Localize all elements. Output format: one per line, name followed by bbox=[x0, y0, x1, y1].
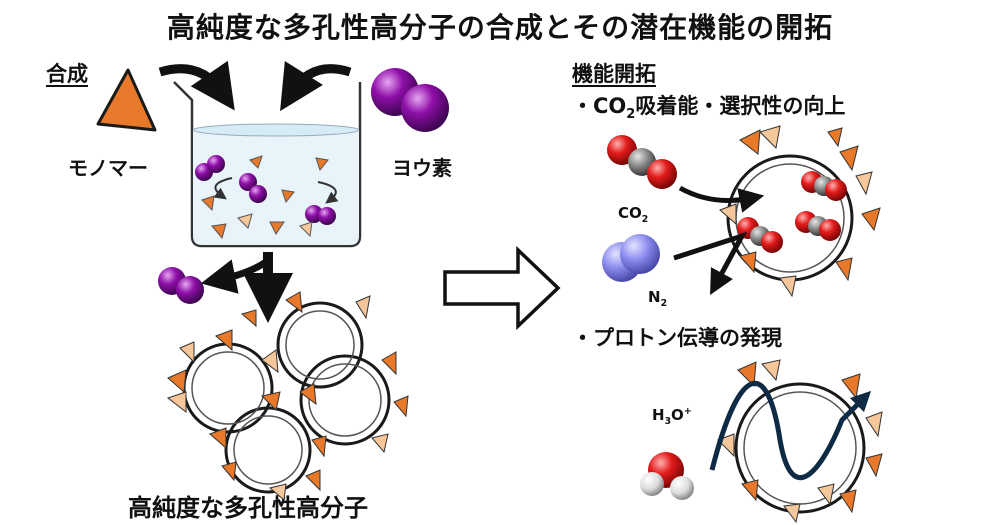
h3o-h: H bbox=[652, 406, 665, 424]
synthesis-heading: 合成 bbox=[46, 62, 88, 86]
n2-sub: 2 bbox=[660, 298, 668, 309]
co2-molecule-label: CO2 bbox=[618, 204, 648, 225]
function-heading: 機能開拓 bbox=[572, 62, 656, 86]
co2-subscript: 2 bbox=[626, 107, 636, 123]
water-molecule bbox=[640, 452, 694, 500]
iodine-arrow bbox=[280, 60, 352, 112]
n2-rejection-arrow bbox=[673, 231, 748, 295]
co2-sub: 2 bbox=[641, 214, 649, 225]
porous-polymer-framework bbox=[166, 291, 409, 501]
h3o-sup: + bbox=[683, 406, 692, 417]
monomers-in-solution bbox=[201, 155, 329, 240]
n2-molecule-label: N2 bbox=[648, 288, 667, 309]
h3o-label: H3O+ bbox=[652, 406, 692, 427]
page-title: 高純度な多孔性高分子の合成とその潜在機能の開拓 bbox=[166, 11, 834, 44]
iodine-in-solution bbox=[195, 155, 336, 225]
proton-conduction-bullet: ・プロトン伝導の発現 bbox=[572, 326, 782, 350]
n2-main: N bbox=[648, 288, 661, 306]
stir-arrow-left bbox=[213, 177, 233, 200]
iodine-label: ヨウ素 bbox=[392, 156, 452, 180]
h3o-sub: 3 bbox=[664, 416, 672, 427]
co2-molecule bbox=[607, 135, 677, 189]
h3o-o: O bbox=[671, 406, 684, 424]
pore-framework-top bbox=[719, 125, 881, 298]
co-text: CO bbox=[593, 94, 627, 118]
pore-framework-bottom bbox=[717, 359, 883, 524]
released-iodine bbox=[158, 267, 204, 304]
co2-molecules-adsorbed bbox=[737, 171, 847, 253]
proton-conduction-path bbox=[709, 380, 872, 480]
iodine-release-arrow bbox=[200, 259, 268, 294]
co2-entry-arrow bbox=[678, 185, 765, 213]
monomer-triangle bbox=[96, 68, 157, 132]
transition-arrow bbox=[443, 245, 561, 331]
co2-main: CO bbox=[618, 204, 642, 222]
porous-polymer-label: 高純度な多孔性高分子 bbox=[128, 494, 368, 522]
monomer-arrow bbox=[158, 60, 235, 111]
co2-adsorption-bullet: ・CO2吸着能・選択性の向上 bbox=[572, 90, 845, 122]
adsorption-text: 吸着能・選択性の向上 bbox=[635, 94, 846, 118]
bullet-dot: ・ bbox=[572, 94, 593, 118]
n2-molecule bbox=[602, 234, 660, 282]
monomer-label: モノマー bbox=[68, 156, 148, 180]
stir-arrow-right bbox=[317, 181, 339, 204]
iodine-molecule bbox=[371, 68, 449, 132]
